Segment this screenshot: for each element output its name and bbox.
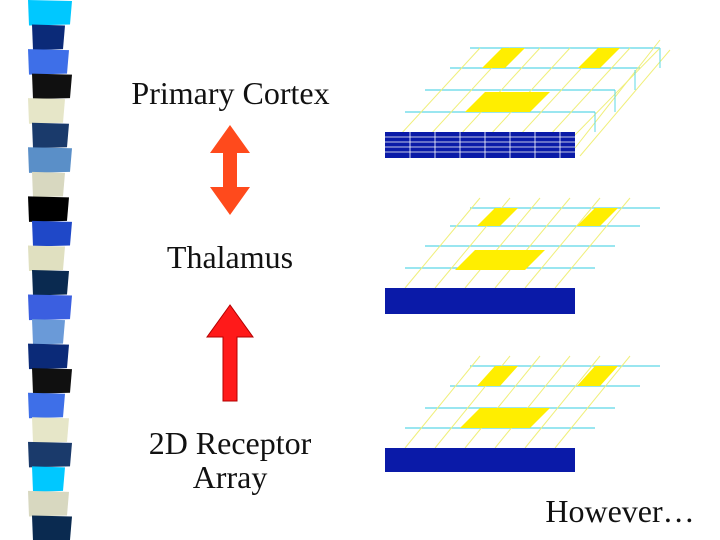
primary-cortex-label: Primary Cortex xyxy=(131,75,330,111)
up-arrow xyxy=(206,304,254,402)
stripe-block xyxy=(32,122,69,149)
thalamus-diagonal-lines xyxy=(404,197,631,289)
stripe-block xyxy=(28,490,69,517)
thalamus-base-bar xyxy=(385,288,575,314)
thalamus-layer xyxy=(385,197,660,314)
receptor-array-label: 2D Receptor Array xyxy=(148,425,312,495)
cortex-sheet-edges xyxy=(594,48,661,132)
cortex-diagonal-lines xyxy=(399,39,671,157)
stripe-block xyxy=(32,319,65,345)
receptor-patches xyxy=(460,366,618,428)
stripe-block xyxy=(28,196,69,222)
cortex-layer xyxy=(385,39,671,158)
stripe-block xyxy=(32,220,72,247)
stripe-block xyxy=(28,147,72,173)
stripe-block xyxy=(28,49,69,75)
receptor-layer xyxy=(385,355,660,472)
thalamus-patches xyxy=(455,208,618,270)
stripe-block xyxy=(32,417,69,443)
stripe-block xyxy=(28,98,65,124)
stripe-block xyxy=(32,368,72,394)
stripe-block xyxy=(32,24,65,51)
stripe-block xyxy=(28,294,72,321)
decorative-color-stripe xyxy=(28,0,72,540)
stripe-block xyxy=(32,73,72,100)
layer-diagram xyxy=(385,39,671,472)
thalamus-label: Thalamus xyxy=(166,239,294,275)
stripe-block xyxy=(32,171,65,198)
stripe-block xyxy=(28,0,72,26)
stripe-block xyxy=(32,515,72,540)
stripe-block xyxy=(32,466,65,492)
stripe-block xyxy=(32,270,69,296)
stripe-block xyxy=(28,245,65,271)
double-arrow xyxy=(210,125,250,215)
stripe-block xyxy=(28,343,69,370)
stripe-block xyxy=(28,441,72,468)
cortex-patches xyxy=(465,48,620,112)
stripe-block xyxy=(28,392,65,419)
arrows-group xyxy=(206,125,254,402)
receptor-base-bar xyxy=(385,448,575,472)
cortex-grid-lines xyxy=(385,47,660,136)
cortex-base-block xyxy=(385,132,575,158)
however-text: However… xyxy=(545,493,695,529)
